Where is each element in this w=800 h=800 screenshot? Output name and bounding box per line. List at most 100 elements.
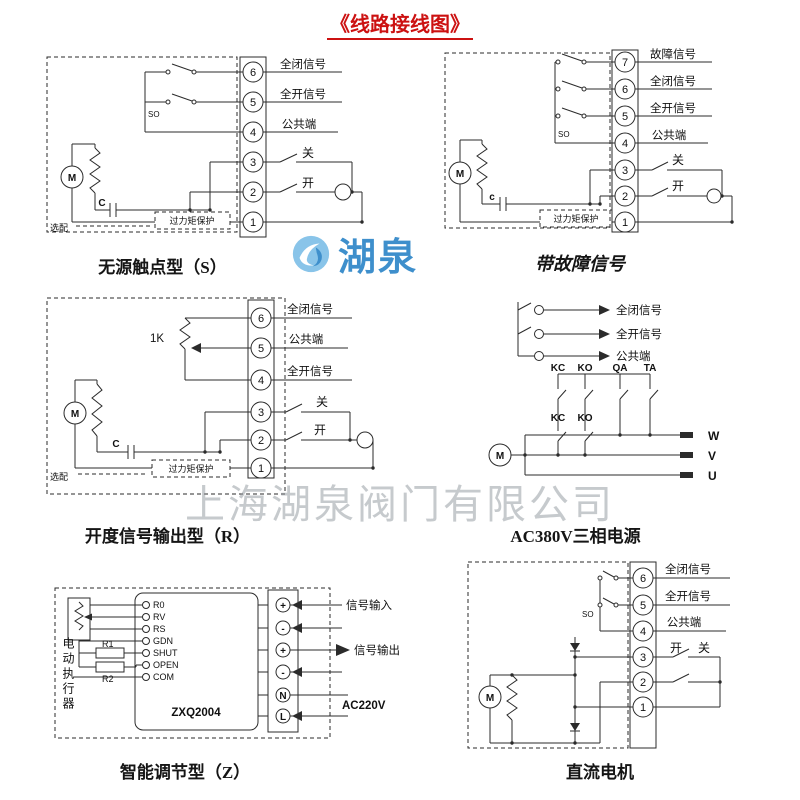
panel1-wires <box>46 56 364 238</box>
label-full-close-signal: 全闭信号 <box>287 302 333 316</box>
terminal-strip <box>239 56 267 238</box>
port-label: RV <box>153 612 165 622</box>
motor-circle <box>60 165 84 189</box>
phase-pin <box>680 472 693 478</box>
contactor-ko-label: KO <box>578 363 593 374</box>
label-full-open-signal: 全开信号 <box>650 101 696 115</box>
label-common: 公共端 <box>282 118 317 131</box>
motor-winding <box>91 383 103 437</box>
diagram-opening-signal: M 6 5 4 3 2 1 全闭信号 公共端 全开信号 关 开 1K C 选配 … <box>46 297 375 495</box>
terminal-number: 2 <box>250 187 256 199</box>
io-terminal-symbol: + <box>280 601 286 612</box>
panel6-terminals: 6 5 4 3 2 1 <box>632 567 654 718</box>
label-close: 关 <box>698 641 710 655</box>
port-label: RS <box>153 624 166 634</box>
torque-protection-label: 过力矩保护 <box>168 463 213 474</box>
phase-u-label: U <box>708 469 717 483</box>
lamp-indicator <box>356 431 374 449</box>
io-terminal-symbol: L <box>280 712 286 723</box>
terminal-number: 4 <box>258 375 264 387</box>
motor-circle <box>448 161 472 185</box>
actuator-vertical-label: 电动执行器 <box>61 637 75 712</box>
io-terminals: + - + - N L <box>275 597 291 724</box>
label-fault-signal: 故障信号 <box>650 47 696 61</box>
motor-circle <box>488 443 512 467</box>
limit-switch-label: SO <box>148 110 160 119</box>
panel6-wires <box>467 561 730 749</box>
motor-label: M <box>68 173 76 184</box>
resistor-r1 <box>95 647 125 659</box>
page-title: 《线路接线图》 <box>327 8 473 40</box>
signal-output-label: 信号输出 <box>354 643 400 657</box>
diagram-passive-contact: M 6 5 4 3 2 1 全闭信号 全开信号 公共端 关 开 C SO 选配 … <box>46 56 364 238</box>
port-label: SHUT <box>153 648 178 658</box>
port-label: OPEN <box>153 660 179 670</box>
phase-w-label: W <box>708 429 720 443</box>
terminal-number: 5 <box>250 97 256 109</box>
capacitor-label: C <box>112 439 119 450</box>
terminal-number: 6 <box>640 573 646 585</box>
port-label: GDN <box>153 636 173 646</box>
terminal-number: 3 <box>250 157 256 169</box>
limit-switch-label: SO <box>582 610 594 619</box>
io-terminal-symbol: + <box>280 646 286 657</box>
enclosure-box <box>444 52 611 229</box>
label-full-close-signal: 全闭信号 <box>650 74 696 88</box>
terminal-number: 4 <box>622 138 628 150</box>
controller-box <box>134 592 259 731</box>
caption-fault-signal: 带故障信号 <box>535 254 625 274</box>
panel3-wires <box>46 297 375 495</box>
terminal-number: 4 <box>640 626 646 638</box>
r2-label: R2 <box>102 674 114 684</box>
terminal-number: 6 <box>258 313 264 325</box>
panel1-terminals: 6 5 4 3 2 1 <box>242 61 264 233</box>
label-full-close-signal: 全闭信号 <box>280 57 326 71</box>
terminal-number: 6 <box>622 84 628 96</box>
torque-protection-label: 过力矩保护 <box>553 213 598 224</box>
panel2-terminals: 7 6 5 4 3 2 1 <box>614 51 636 233</box>
label-close: 关 <box>672 153 684 167</box>
lamp-indicator <box>334 183 352 201</box>
label-common: 公共端 <box>289 333 324 346</box>
diagram-ac380v: M 全闭信号 全开信号 公共端 KC KO QA TA KC KO W V U <box>488 302 720 483</box>
motor-label: M <box>496 451 504 462</box>
limit-switch-label: SO <box>558 130 570 139</box>
motor-winding <box>89 147 101 194</box>
r1-label: R1 <box>102 639 114 649</box>
optional-label: 选配 <box>50 471 68 482</box>
terminal-number: 1 <box>640 702 646 714</box>
diagram-intelligent: R0 RV RS GDN SHUT OPEN COM + - + - N L R… <box>54 587 400 739</box>
torque-protection-box <box>154 211 231 230</box>
terminal-number: 2 <box>258 435 264 447</box>
label-full-open-signal: 全开信号 <box>280 87 326 101</box>
terminal-number: 1 <box>250 217 256 229</box>
optional-label: 选配 <box>50 222 68 233</box>
caption-intelligent: 智能调节型（Z） <box>119 763 251 782</box>
terminal-number: 1 <box>258 463 264 475</box>
label-close: 关 <box>316 395 328 409</box>
port-label: R0 <box>153 600 165 610</box>
diagram-fault-signal: M 7 6 5 4 3 2 1 故障信号 全闭信号 全开信号 公共端 关 开 c… <box>444 47 734 233</box>
motor-winding <box>506 674 518 721</box>
terminal-number: 3 <box>622 165 628 177</box>
label-common: 公共端 <box>616 350 651 363</box>
phase-pin <box>680 452 693 458</box>
motor-label: M <box>71 409 79 420</box>
terminal-number: 3 <box>258 407 264 419</box>
controller-model: ZXQ2004 <box>171 707 221 719</box>
terminal-number: 2 <box>622 191 628 203</box>
terminal-number: 5 <box>640 600 646 612</box>
label-full-close-signal: 全闭信号 <box>665 562 711 576</box>
io-terminal-symbol: N <box>279 691 286 702</box>
feedback-pot <box>74 601 84 631</box>
terminal-number: 4 <box>250 127 256 139</box>
motor-circle <box>478 685 502 709</box>
contactor-qa-label: QA <box>613 363 628 374</box>
label-full-open-signal: 全开信号 <box>616 327 662 341</box>
potentiometer-label: 1K <box>150 333 164 345</box>
contactor-kc-label: KC <box>551 363 565 374</box>
capacitor-label: C <box>98 198 105 209</box>
panel3-terminals: 6 5 4 3 2 1 <box>250 307 272 479</box>
lamp-indicator <box>706 188 722 204</box>
contactor-ko2-label: KO <box>578 413 593 424</box>
